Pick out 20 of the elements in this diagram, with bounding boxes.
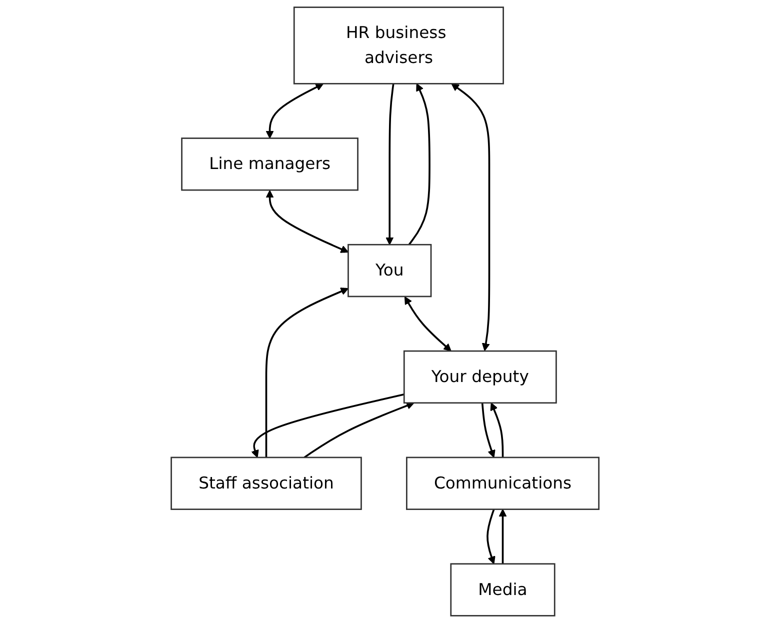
arrow — [452, 83, 491, 352]
node-box: Communications — [406, 456, 600, 510]
arrow — [266, 288, 350, 458]
arrow — [490, 402, 504, 458]
arrow — [404, 296, 452, 352]
node-box: HR business advisers — [294, 6, 504, 84]
arrow — [386, 84, 395, 245]
node-box: Your deputy — [404, 350, 558, 404]
arrow — [266, 83, 324, 139]
arrow — [408, 83, 431, 246]
node-box: Media — [450, 563, 556, 616]
node-box: Staff association — [171, 456, 362, 510]
node-box: Line managers — [182, 138, 359, 191]
arrow — [304, 402, 415, 458]
node-box: You — [348, 244, 432, 298]
arrow — [487, 509, 496, 564]
arrow — [252, 394, 405, 458]
arrow — [266, 190, 350, 253]
arrow — [482, 402, 496, 458]
arrow — [499, 508, 508, 564]
